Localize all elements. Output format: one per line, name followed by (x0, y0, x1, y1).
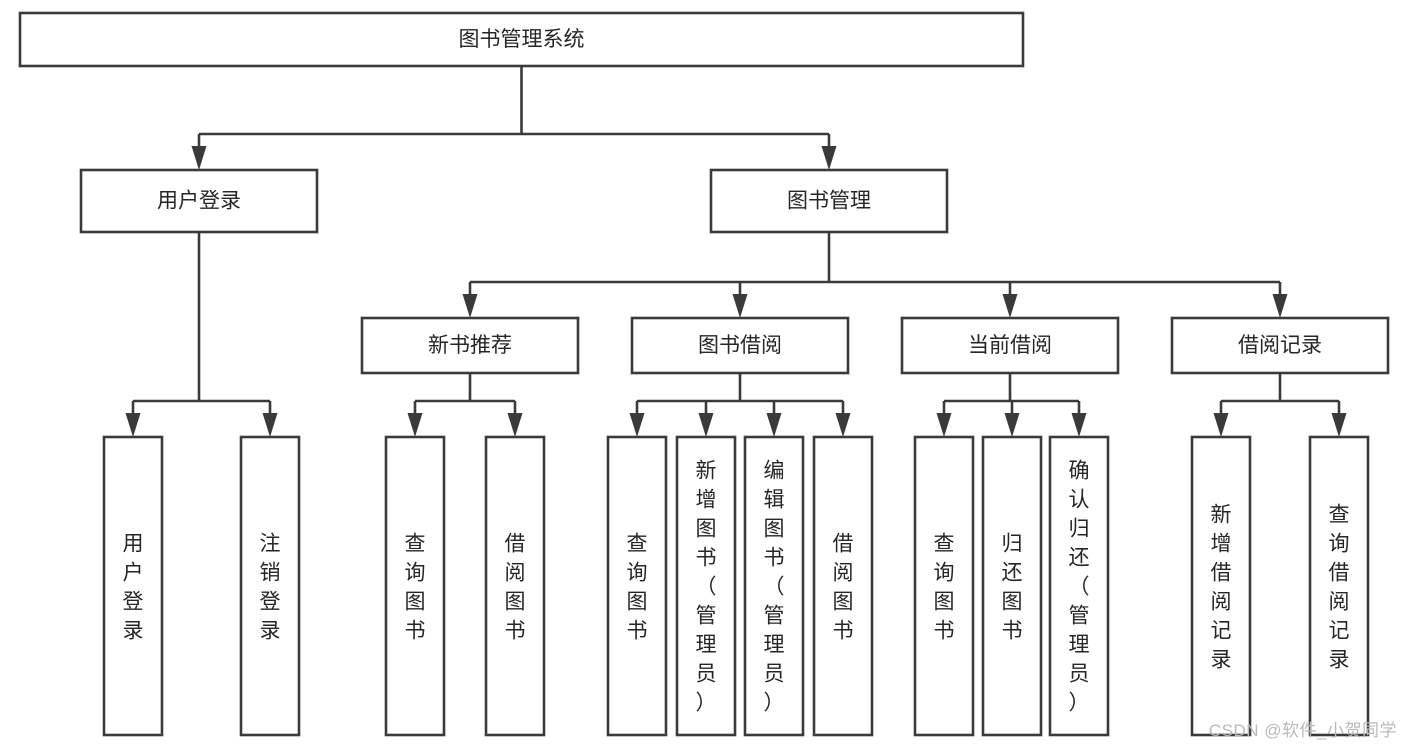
node-borrow-record[interactable]: 借阅记录 (1170, 316, 1390, 375)
connectors-layer (125, 66, 1347, 437)
node-leaf-logout[interactable]: 注销登录 (239, 435, 301, 737)
node-label-new-book-recommend: 新书推荐 (428, 334, 512, 357)
node-box-leaf-query-book-1[interactable] (384, 435, 446, 737)
arrowhead-leaf-query-book-3 (936, 413, 952, 437)
arrowhead-leaf-add-record (1213, 413, 1229, 437)
node-leaf-add-record[interactable]: 新增借阅记录 (1190, 435, 1252, 737)
node-leaf-query-book-1[interactable]: 查询图书 (384, 435, 446, 737)
node-leaf-query-book-3[interactable]: 查询图书 (913, 435, 975, 737)
arrowhead-borrow-record (1272, 294, 1288, 318)
node-leaf-borrow-book-1[interactable]: 借阅图书 (484, 435, 546, 737)
arrowhead-user-login (191, 146, 207, 170)
node-label-leaf-add-book: 新增图书（管理员） (696, 460, 717, 715)
node-box-leaf-user-login[interactable] (102, 435, 164, 737)
node-label-leaf-logout: 注销登录 (260, 533, 281, 643)
arrowhead-leaf-query-book-2 (629, 413, 645, 437)
arrowhead-book-borrow (732, 294, 748, 318)
node-book-borrow[interactable]: 图书借阅 (630, 316, 850, 375)
node-label-leaf-borrow-book-2: 借阅图书 (833, 533, 854, 643)
node-leaf-return-book[interactable]: 归还图书 (981, 435, 1043, 737)
node-box-leaf-edit-book[interactable] (743, 435, 805, 737)
node-leaf-confirm-return[interactable]: 确认归还（管理员） (1048, 435, 1110, 737)
node-box-leaf-query-book-3[interactable] (913, 435, 975, 737)
node-label-leaf-return-book: 归还图书 (1002, 533, 1023, 643)
node-box-current-borrow[interactable] (900, 316, 1120, 375)
arrowhead-leaf-return-book (1004, 413, 1020, 437)
arrowhead-leaf-add-book (698, 413, 714, 437)
node-label-leaf-borrow-book-1: 借阅图书 (505, 533, 526, 643)
node-leaf-add-book[interactable]: 新增图书（管理员） (675, 435, 737, 737)
arrowhead-leaf-borrow-book-2 (835, 413, 851, 437)
csdn-watermark: CSDN @软件_小贺同学 (1208, 721, 1397, 740)
arrowhead-leaf-query-record (1331, 413, 1347, 437)
node-leaf-user-login[interactable]: 用户登录 (102, 435, 164, 737)
nodes-layer: 图书管理系统用户登录图书管理新书推荐图书借阅当前借阅借阅记录用户登录注销登录查询… (18, 11, 1390, 737)
node-leaf-query-record[interactable]: 查询借阅记录 (1308, 435, 1370, 737)
node-current-borrow[interactable]: 当前借阅 (900, 316, 1120, 375)
node-box-leaf-add-record[interactable] (1190, 435, 1252, 737)
node-label-leaf-query-book-1: 查询图书 (405, 533, 426, 643)
node-label-root: 图书管理系统 (459, 28, 585, 51)
node-label-leaf-confirm-return: 确认归还（管理员） (1069, 460, 1090, 715)
node-box-root[interactable] (18, 11, 1025, 68)
node-label-leaf-query-book-3: 查询图书 (934, 533, 955, 643)
node-box-leaf-borrow-book-1[interactable] (484, 435, 546, 737)
node-root[interactable]: 图书管理系统 (18, 11, 1025, 68)
node-box-new-book-recommend[interactable] (360, 316, 580, 375)
node-leaf-borrow-book-2[interactable]: 借阅图书 (812, 435, 874, 737)
node-label-book-manage: 图书管理 (787, 190, 871, 213)
node-label-leaf-add-record: 新增借阅记录 (1211, 504, 1232, 672)
arrowhead-book-manage (821, 146, 837, 170)
node-box-book-manage[interactable] (709, 168, 949, 234)
arrowhead-leaf-user-login (125, 413, 141, 437)
arrowhead-leaf-borrow-book-1 (507, 413, 523, 437)
node-box-leaf-logout[interactable] (239, 435, 301, 737)
node-box-leaf-confirm-return[interactable] (1048, 435, 1110, 737)
node-box-book-borrow[interactable] (630, 316, 850, 375)
node-leaf-edit-book[interactable]: 编辑图书（管理员） (743, 435, 805, 737)
node-box-leaf-return-book[interactable] (981, 435, 1043, 737)
node-box-leaf-borrow-book-2[interactable] (812, 435, 874, 737)
node-user-login[interactable]: 用户登录 (79, 168, 319, 234)
node-book-manage[interactable]: 图书管理 (709, 168, 949, 234)
node-label-book-borrow: 图书借阅 (698, 334, 782, 357)
node-new-book-recommend[interactable]: 新书推荐 (360, 316, 580, 375)
node-label-leaf-query-record: 查询借阅记录 (1329, 504, 1350, 672)
node-label-leaf-user-login: 用户登录 (123, 533, 144, 643)
arrowhead-leaf-edit-book (766, 413, 782, 437)
node-box-leaf-add-book[interactable] (675, 435, 737, 737)
node-box-borrow-record[interactable] (1170, 316, 1390, 375)
arrowhead-leaf-logout (262, 413, 278, 437)
node-box-user-login[interactable] (79, 168, 319, 234)
arrowhead-leaf-query-book-1 (407, 413, 423, 437)
arrowhead-current-borrow (1002, 294, 1018, 318)
node-label-leaf-edit-book: 编辑图书（管理员） (764, 460, 785, 715)
node-label-user-login: 用户登录 (157, 190, 241, 213)
node-box-leaf-query-book-2[interactable] (606, 435, 668, 737)
arrowhead-new-book-recommend (462, 294, 478, 318)
node-label-borrow-record: 借阅记录 (1238, 334, 1322, 357)
node-label-current-borrow: 当前借阅 (968, 334, 1052, 357)
node-box-leaf-query-record[interactable] (1308, 435, 1370, 737)
node-leaf-query-book-2[interactable]: 查询图书 (606, 435, 668, 737)
arrowhead-leaf-confirm-return (1071, 413, 1087, 437)
node-label-leaf-query-book-2: 查询图书 (627, 533, 648, 643)
